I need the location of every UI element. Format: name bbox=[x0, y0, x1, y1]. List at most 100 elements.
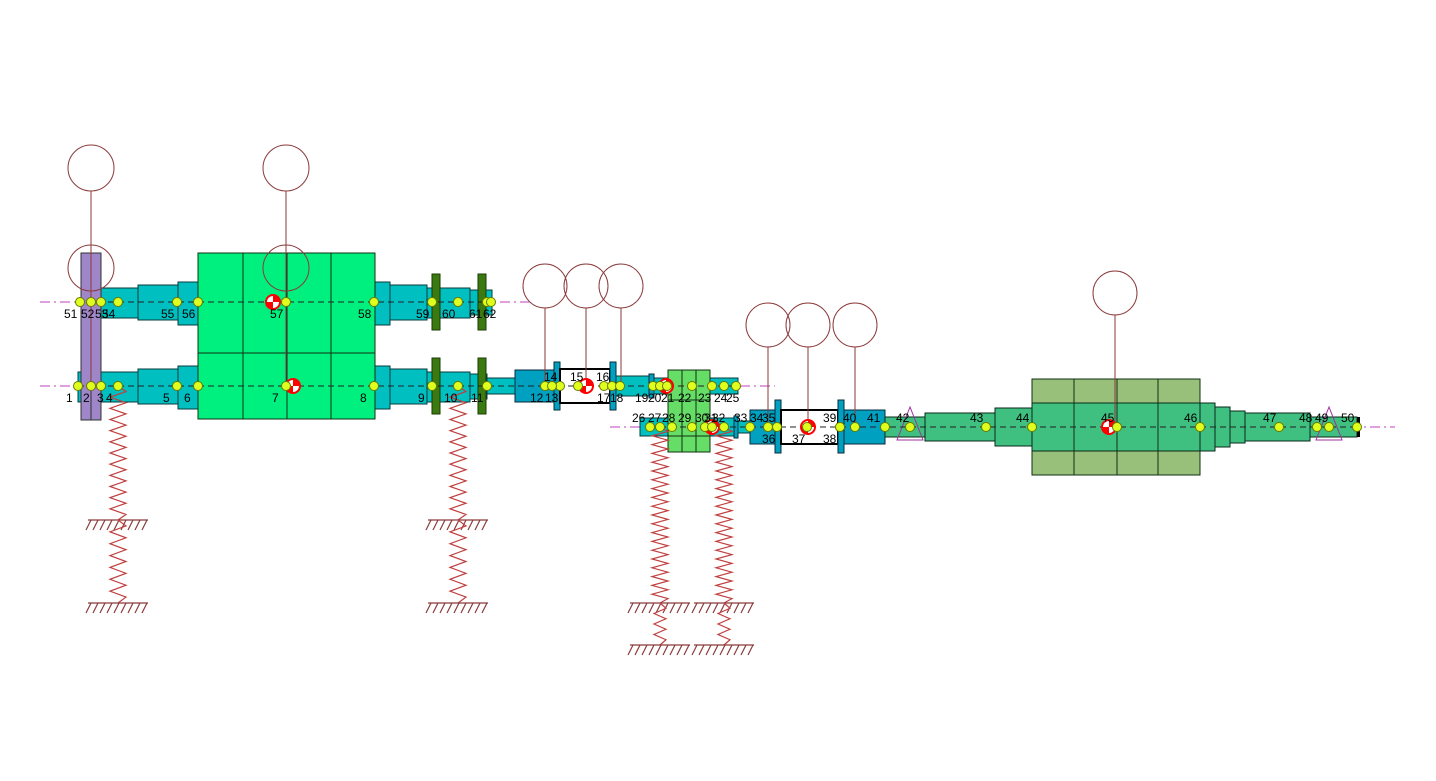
node-21[interactable] bbox=[662, 381, 672, 391]
node-57[interactable] bbox=[281, 297, 291, 307]
node-label: 4 bbox=[106, 391, 113, 405]
node-label: 53 bbox=[95, 307, 109, 321]
node-24[interactable] bbox=[719, 381, 729, 391]
node-29[interactable] bbox=[687, 422, 697, 432]
node-3[interactable] bbox=[96, 381, 106, 391]
spring-icon bbox=[713, 426, 735, 604]
node-5[interactable] bbox=[172, 381, 182, 391]
node-4[interactable] bbox=[113, 381, 123, 391]
node-label: 3 bbox=[97, 391, 104, 405]
node-39[interactable] bbox=[835, 422, 845, 432]
node-36[interactable] bbox=[772, 422, 782, 432]
bearing-triangle-icon bbox=[896, 405, 924, 441]
node-26[interactable] bbox=[645, 422, 655, 432]
node-44[interactable] bbox=[1027, 422, 1037, 432]
node-6[interactable] bbox=[193, 381, 203, 391]
inertia-circle-icon bbox=[832, 302, 878, 348]
node-label: 2 bbox=[83, 391, 90, 405]
node-51[interactable] bbox=[75, 297, 85, 307]
node-label: 32 bbox=[712, 411, 726, 425]
node-label: 9 bbox=[418, 391, 425, 405]
node-label: 1 bbox=[66, 391, 73, 405]
node-10[interactable] bbox=[453, 381, 463, 391]
node-42[interactable] bbox=[905, 422, 915, 432]
node-23[interactable] bbox=[707, 381, 717, 391]
node-31[interactable] bbox=[707, 422, 717, 432]
node-2[interactable] bbox=[86, 381, 96, 391]
spring-icon bbox=[716, 602, 732, 646]
bearing-triangle-icon bbox=[1315, 405, 1343, 441]
node-label: 23 bbox=[698, 391, 712, 405]
node-label: 13 bbox=[545, 391, 559, 405]
node-label: 24 bbox=[714, 391, 728, 405]
node-22[interactable] bbox=[687, 381, 697, 391]
node-48[interactable] bbox=[1312, 422, 1322, 432]
node-54[interactable] bbox=[113, 297, 123, 307]
node-label: 7 bbox=[272, 391, 279, 405]
node-14[interactable] bbox=[547, 381, 557, 391]
node-25[interactable] bbox=[731, 381, 741, 391]
node-11[interactable] bbox=[482, 381, 492, 391]
node-28[interactable] bbox=[667, 422, 677, 432]
node-52[interactable] bbox=[86, 297, 96, 307]
node-label: 28 bbox=[662, 411, 676, 425]
node-60[interactable] bbox=[453, 297, 463, 307]
node-43[interactable] bbox=[981, 422, 991, 432]
node-58[interactable] bbox=[369, 297, 379, 307]
node-37[interactable] bbox=[802, 422, 812, 432]
node-label: 29 bbox=[678, 411, 692, 425]
node-label: 20 bbox=[648, 391, 662, 405]
node-50[interactable] bbox=[1352, 422, 1362, 432]
node-59[interactable] bbox=[427, 297, 437, 307]
node-label: 34 bbox=[750, 411, 764, 425]
node-label: 58 bbox=[358, 307, 372, 321]
node-18[interactable] bbox=[615, 381, 625, 391]
node-label: 31 bbox=[704, 411, 718, 425]
node-label: 38 bbox=[823, 432, 837, 446]
inertia-circle-icon bbox=[522, 263, 568, 309]
spring-icon bbox=[448, 519, 468, 604]
node-label: 12 bbox=[530, 391, 544, 405]
node-label: 44 bbox=[1016, 411, 1030, 425]
node-label: 26 bbox=[632, 411, 646, 425]
node-label: 60 bbox=[442, 307, 456, 321]
node-46[interactable] bbox=[1195, 422, 1205, 432]
node-label: 21 bbox=[661, 391, 675, 405]
node-32[interactable] bbox=[719, 422, 729, 432]
node-33[interactable] bbox=[745, 422, 755, 432]
inertia-circle-icon bbox=[67, 144, 115, 192]
node-label: 55 bbox=[161, 307, 175, 321]
node-27[interactable] bbox=[655, 422, 665, 432]
inertia-circle-icon bbox=[598, 263, 644, 309]
node-label: 56 bbox=[182, 307, 196, 321]
node-label: 49 bbox=[1315, 411, 1329, 425]
node-label: 40 bbox=[843, 411, 857, 425]
spring-icon bbox=[649, 426, 671, 604]
node-7[interactable] bbox=[281, 381, 291, 391]
node-label: 17 bbox=[597, 391, 611, 405]
node-9[interactable] bbox=[427, 381, 437, 391]
node-label: 48 bbox=[1299, 411, 1313, 425]
inertia-circle-icon bbox=[262, 144, 310, 192]
node-1[interactable] bbox=[73, 381, 83, 391]
node-label: 39 bbox=[823, 411, 837, 425]
node-47[interactable] bbox=[1274, 422, 1284, 432]
node-62[interactable] bbox=[486, 297, 496, 307]
node-label: 30 bbox=[695, 411, 709, 425]
node-53[interactable] bbox=[96, 297, 106, 307]
node-label: 5 bbox=[163, 391, 170, 405]
inertia-circle-icon bbox=[785, 302, 831, 348]
node-label: 8 bbox=[360, 391, 367, 405]
node-49[interactable] bbox=[1324, 422, 1334, 432]
node-41[interactable] bbox=[880, 422, 890, 432]
node-55[interactable] bbox=[172, 297, 182, 307]
center-of-mass-icon bbox=[1101, 419, 1117, 435]
inertia-circle-icon bbox=[563, 263, 609, 309]
node-56[interactable] bbox=[193, 297, 203, 307]
node-8[interactable] bbox=[369, 381, 379, 391]
node-45[interactable] bbox=[1112, 422, 1122, 432]
node-label: 15 bbox=[570, 370, 584, 384]
node-15[interactable] bbox=[573, 381, 583, 391]
node-40[interactable] bbox=[850, 422, 860, 432]
node-label: 36 bbox=[762, 432, 776, 446]
